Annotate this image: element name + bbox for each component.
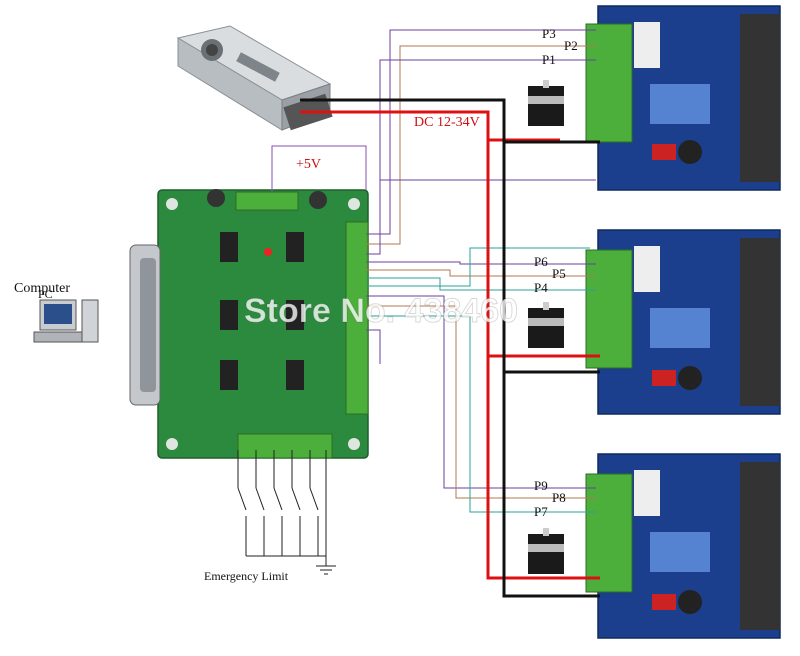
db25-connector [129,244,161,406]
driver-board-2 [585,229,781,415]
driver-board-1 [585,5,781,191]
driver-board-3 [585,453,781,639]
pin-label-p3: P3 [542,26,556,41]
pin-label-p4: P4 [534,280,548,295]
computer-pc-tag: PC [38,287,53,301]
pin-label-p2: P2 [564,38,578,53]
breakout-board [129,189,369,459]
power-positive-wires [300,110,600,580]
stepper-motor-3 [528,528,564,574]
driver-3-heatsink [740,462,780,630]
supply-voltage-label: DC 12-34V [414,115,480,130]
pin-label-p7: P7 [534,504,548,519]
power-ground-wires [300,98,600,598]
pin-label-p5: P5 [552,266,566,281]
stepper-motor-2 [528,302,564,348]
limit-switches [237,450,327,557]
driver-2-heatsink [740,238,780,406]
ground-symbol [316,556,336,575]
computer-label: Computer [14,281,70,296]
stepper-motor-1 [528,80,564,126]
power-supply [176,25,333,131]
pin-label-p1: P1 [542,52,556,67]
signal-wires [366,29,596,513]
logic-voltage-label: +5V [296,157,321,172]
emergency-limit-label: Emergency Limit [204,569,289,583]
pin-label-p8: P8 [552,490,566,505]
driver-1-heatsink [740,14,780,182]
computer-icon: PC [33,287,99,343]
pin-label-p9: P9 [534,478,548,493]
pin-label-p6: P6 [534,254,548,269]
watermark: Store No. 438460 [244,292,518,330]
logic-5v-wire [271,145,367,192]
